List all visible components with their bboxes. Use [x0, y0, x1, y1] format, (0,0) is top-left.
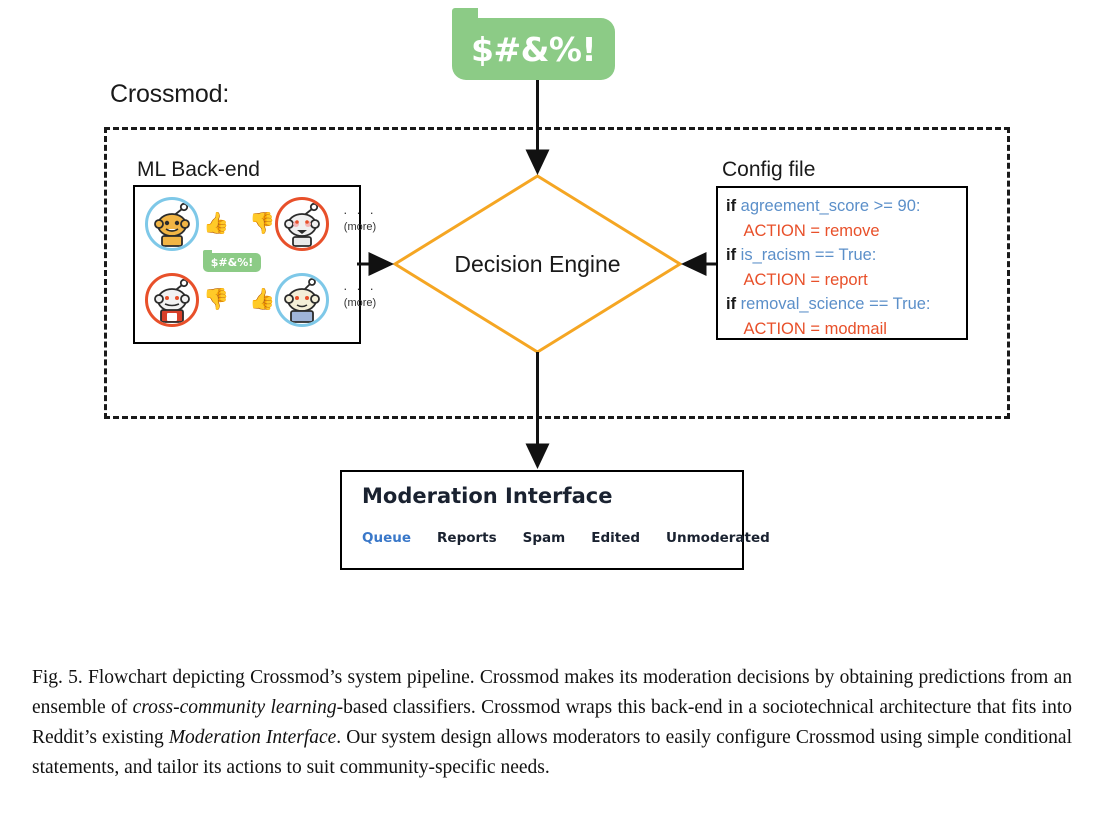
- tab-reports[interactable]: Reports: [437, 530, 497, 546]
- ml-backend-box: 👍 👎 . . .: [133, 185, 376, 344]
- decision-engine-node: Decision Engine: [395, 176, 680, 352]
- moderation-interface-title: Moderation Interface: [362, 484, 613, 508]
- more-label: (more): [343, 221, 377, 233]
- more-label: (more): [343, 297, 377, 309]
- config-file-box: if agreement_score >= 90: ACTION = remov…: [716, 186, 968, 340]
- crossmod-system-label: Crossmod:: [110, 80, 230, 108]
- classifier-vote-4: 👍 . . . (more): [245, 271, 376, 333]
- figure-flowchart: $#&%! Crossmod: ML Back-end 👍: [104, 8, 1010, 570]
- ml-backend-title: ML Back-end: [137, 158, 260, 181]
- config-condition-2: is_racism == True:: [740, 246, 877, 264]
- config-line-4: ACTION = report: [726, 268, 966, 293]
- reddit-snoo-avatar-icon: [275, 197, 329, 251]
- classifier-vote-1: 👍: [143, 195, 248, 257]
- mini-bubble-text: $#&%!: [210, 256, 254, 269]
- config-action-2: ACTION = report: [743, 270, 868, 289]
- more-dots: . . .: [343, 202, 377, 217]
- more-dots: . . .: [343, 278, 377, 293]
- thumbs-up-icon: 👍: [249, 288, 276, 311]
- caption-part-2: -based classifiers. Crossmod wraps this …: [32, 697, 1072, 748]
- caption-emphasis-2: Moderation Interface: [168, 727, 337, 748]
- tab-edited[interactable]: Edited: [591, 530, 641, 546]
- figure-caption: Fig. 5. Flowchart depicting Crossmod’s s…: [32, 663, 1072, 783]
- config-line-1: if agreement_score >= 90:: [726, 197, 921, 215]
- more-classifiers-1: . . . (more): [337, 202, 383, 233]
- config-condition-3: removal_science == True:: [740, 295, 931, 313]
- caption-part-1: Fig. 5. Flowchart depicting Crossmod’s s…: [32, 667, 1072, 718]
- reddit-snoo-avatar-icon: [275, 273, 329, 327]
- bubble-text: $#&%!: [470, 29, 597, 69]
- config-line-3: if is_racism == True:: [726, 246, 877, 264]
- mini-bubble-tail: [203, 250, 212, 259]
- reddit-snoo-avatar-icon: [145, 273, 199, 327]
- bubble-tail: [452, 8, 478, 34]
- classifier-vote-3: 👎: [143, 271, 248, 333]
- config-file-title: Config file: [722, 158, 816, 181]
- caption-emphasis-1: cross-community learning: [132, 697, 337, 718]
- config-condition-1: agreement_score >= 90:: [740, 197, 921, 215]
- reddit-snoo-avatar-icon: [145, 197, 199, 251]
- config-action-1: ACTION = remove: [743, 221, 880, 240]
- config-line-6: ACTION = modmail: [726, 317, 966, 342]
- tab-spam[interactable]: Spam: [522, 530, 566, 546]
- moderation-interface-box: Moderation Interface Queue Reports Spam …: [340, 470, 770, 570]
- more-classifiers-2: . . . (more): [337, 278, 383, 309]
- config-line-2: ACTION = remove: [726, 219, 966, 244]
- config-line-5: if removal_science == True:: [726, 295, 931, 313]
- crossmod-boundary: [104, 127, 1010, 419]
- moderation-interface-tabs: Queue Reports Spam Edited Unmoderated: [362, 530, 770, 546]
- tab-unmoderated[interactable]: Unmoderated: [666, 530, 770, 546]
- thumbs-down-icon: 👎: [249, 212, 276, 235]
- config-action-3: ACTION = modmail: [743, 319, 887, 338]
- decision-engine-label: Decision Engine: [454, 250, 621, 277]
- thumbs-down-icon: 👎: [203, 288, 230, 311]
- thumbs-up-icon: 👍: [203, 212, 230, 235]
- mini-comment-bubble: $#&%!: [203, 250, 261, 272]
- input-comment-bubble: $#&%!: [452, 8, 615, 80]
- tab-queue[interactable]: Queue: [362, 530, 412, 546]
- classifier-vote-2: 👎 . . . (more): [245, 195, 376, 257]
- caption-part-3: . Our system design allows moderators to…: [32, 727, 1072, 778]
